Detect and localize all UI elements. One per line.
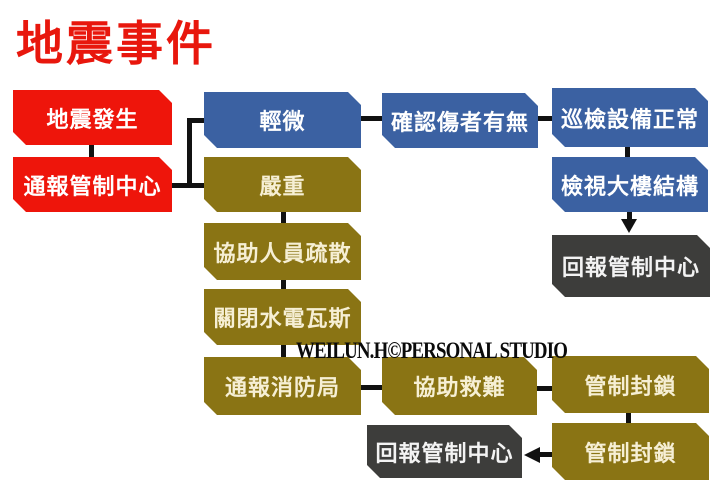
connector-lockdown-to-report-shaft (538, 452, 552, 457)
node-lockdown-2: 管制封鎖 (552, 423, 709, 480)
node-earthquake-occurs: 地震發生 (13, 90, 172, 145)
connector-rescue-to-lockdown (537, 386, 552, 391)
connector-equipment-to-building (625, 147, 630, 157)
node-notify-fire-dept: 通報消防局 (204, 357, 361, 415)
node-report-control-center-1: 回報管制中心 (552, 235, 710, 297)
arrowhead-lockdown-to-report (524, 447, 540, 463)
node-assist-evacuation: 協助人員疏散 (204, 223, 361, 280)
node-notify-control-center: 通報管制中心 (13, 157, 172, 212)
connector-branch-vertical (187, 118, 192, 188)
connector-lockdown-to-lockdown (626, 413, 631, 423)
node-severe: 嚴重 (204, 157, 361, 212)
connector-branch-to-minor (187, 118, 204, 123)
node-minor: 輕微 (204, 92, 361, 148)
connector-shutoff-to-firedept (281, 345, 286, 357)
connector-occurs-to-notify (89, 145, 94, 157)
connector-evacuation-to-shutoff (281, 280, 286, 289)
connector-building-to-report-shaft (627, 211, 632, 221)
page-title: 地震事件 (16, 17, 216, 70)
watermark: WEILUN.H©PERSONAL STUDIO (296, 338, 568, 363)
arrowhead-building-to-report (621, 219, 637, 233)
node-shutoff-utilities: 關閉水電瓦斯 (204, 289, 361, 345)
node-lockdown-1: 管制封鎖 (552, 356, 709, 413)
connector-confirm-to-inspect (538, 116, 552, 121)
connector-severe-to-evacuation (281, 212, 286, 223)
node-report-control-center-2: 回報管制中心 (367, 425, 522, 478)
node-inspect-building: 檢視大樓結構 (552, 157, 708, 212)
node-assist-rescue: 協助救難 (382, 357, 537, 415)
connector-minor-to-confirm (361, 116, 382, 121)
connector-firedept-to-rescue (361, 385, 382, 390)
node-confirm-casualties: 確認傷者有無 (382, 93, 538, 148)
node-inspect-equipment: 巡檢設備正常 (552, 88, 708, 147)
